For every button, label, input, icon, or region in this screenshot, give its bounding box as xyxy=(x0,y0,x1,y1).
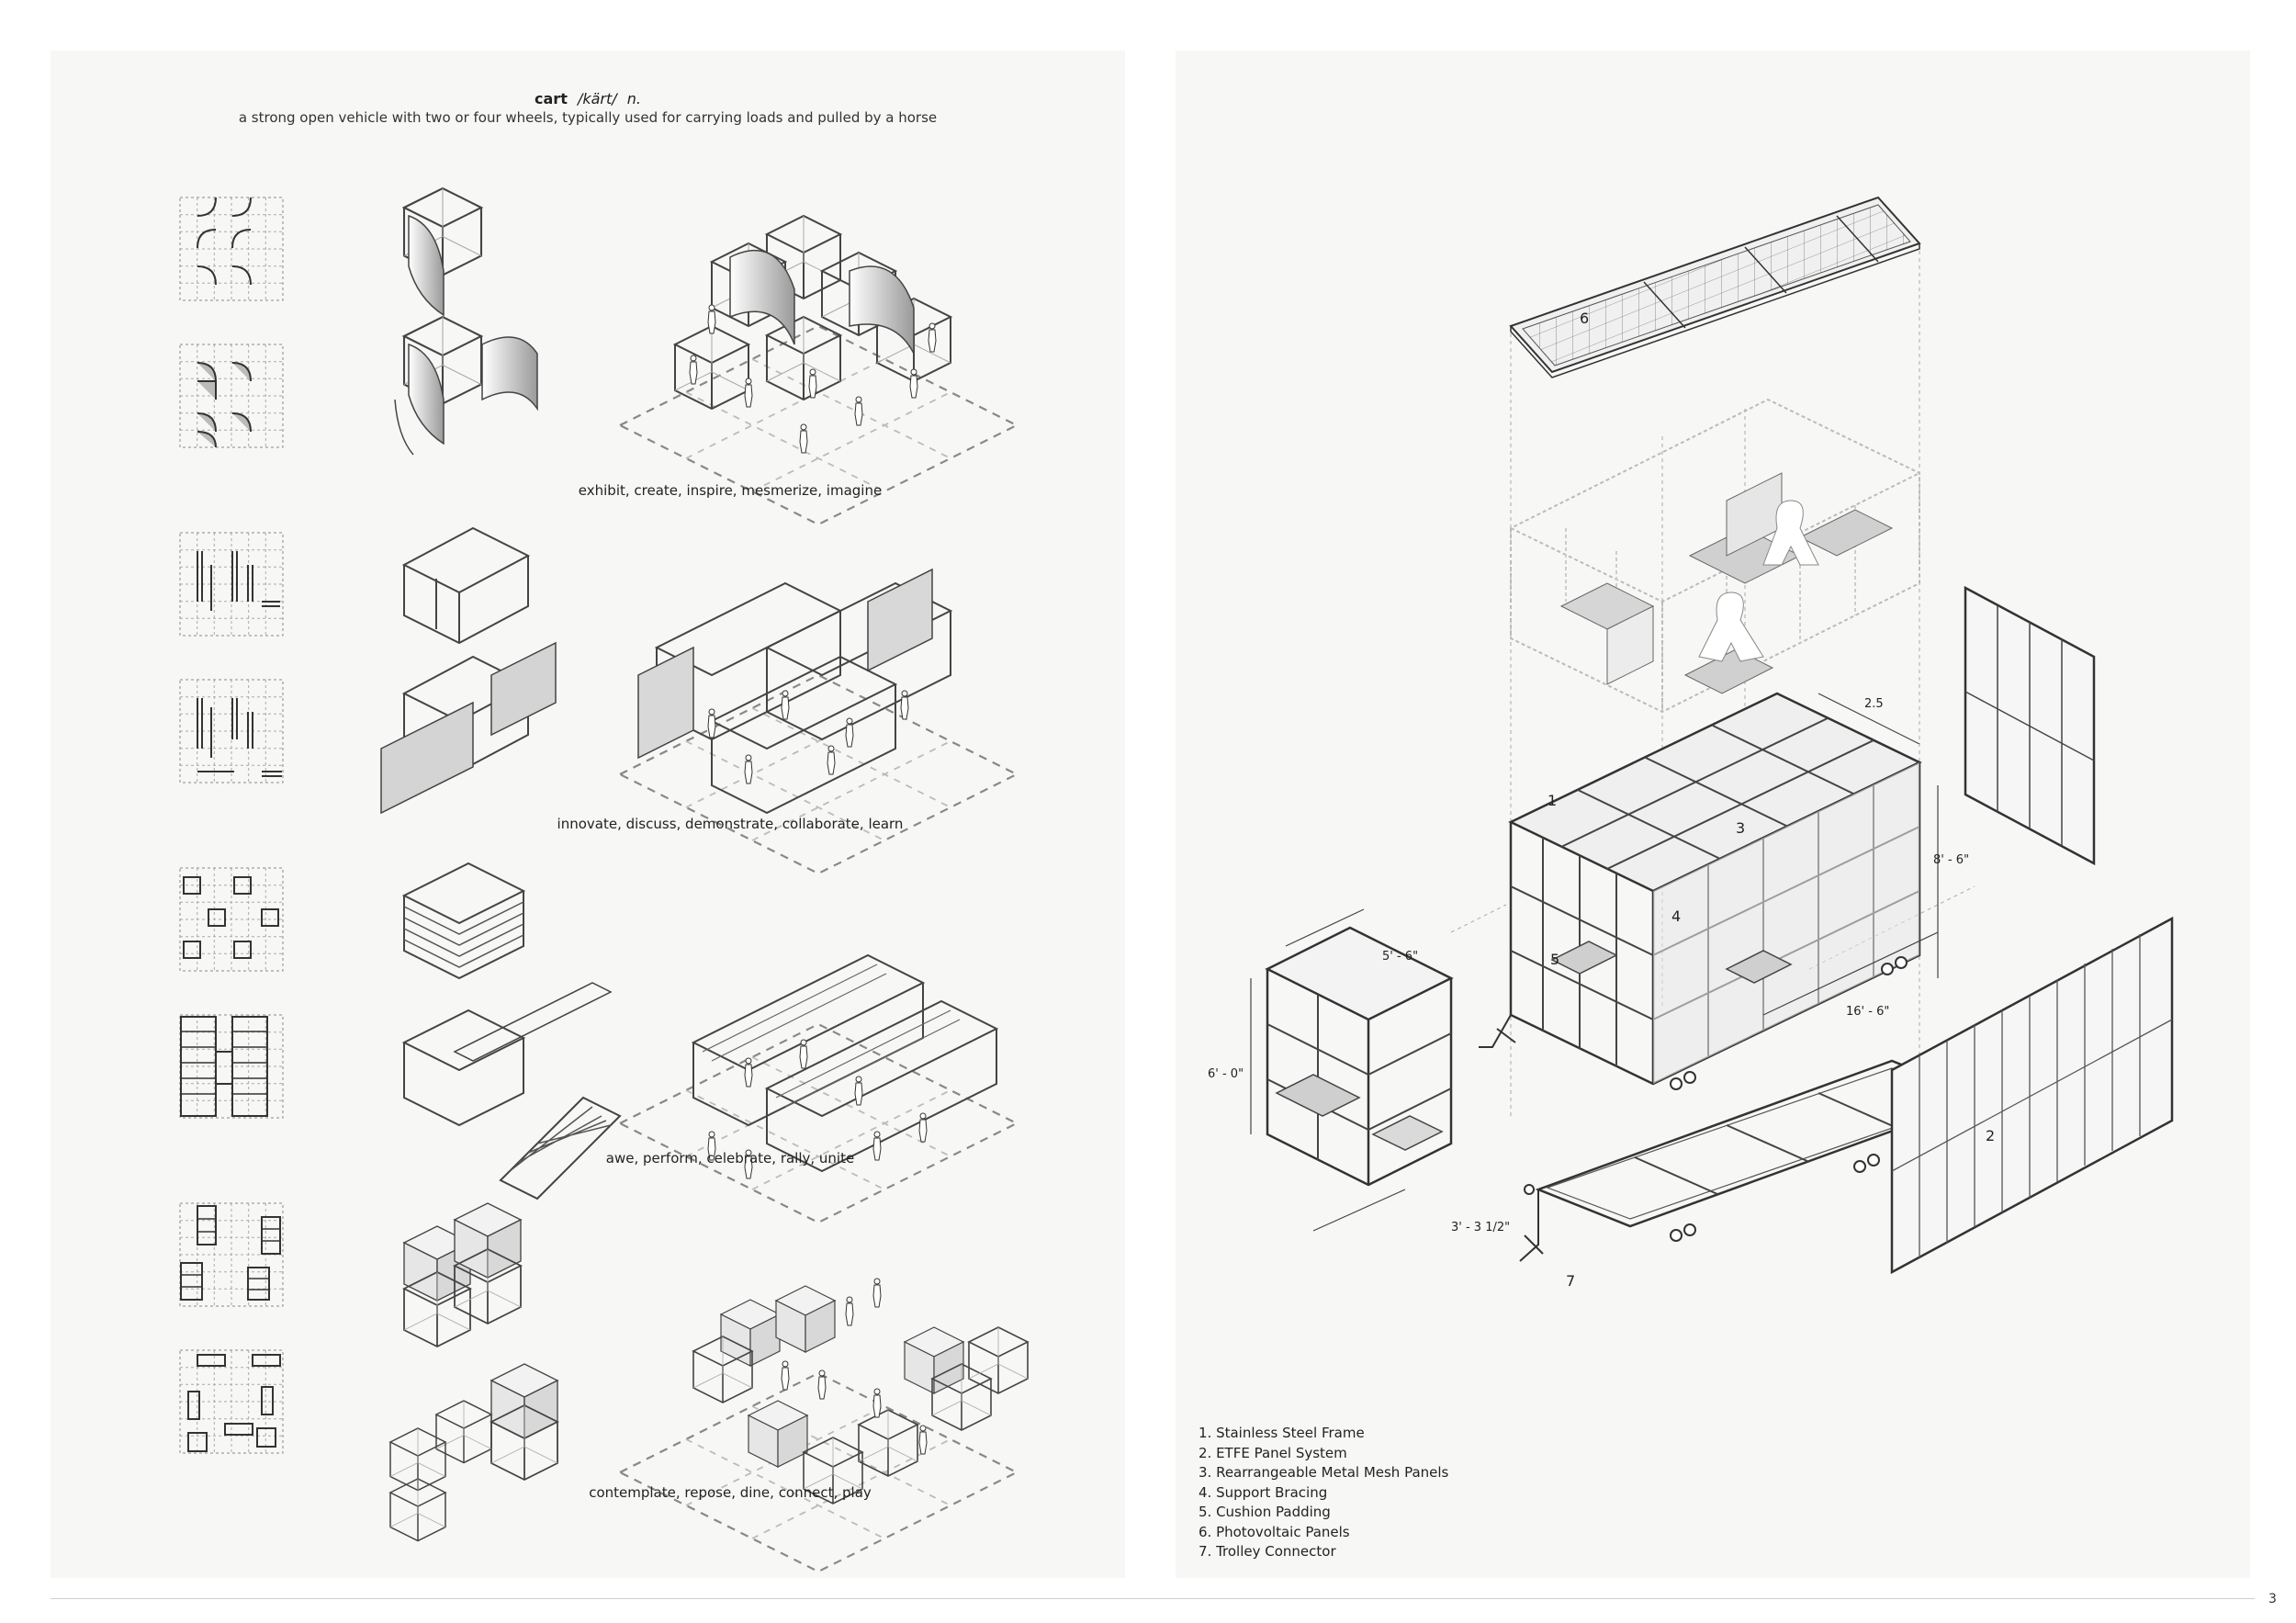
callout-2: 2 xyxy=(1986,1127,1995,1144)
page-number: 3 xyxy=(2268,1592,2277,1606)
callout-3: 3 xyxy=(1736,819,1745,837)
footer-rule xyxy=(51,1598,2255,1599)
side-module xyxy=(1265,926,1454,1187)
legend-item: 4. Support Bracing xyxy=(1199,1483,1328,1501)
photovoltaic-panels xyxy=(1509,196,1921,378)
callout-5: 5 xyxy=(1550,951,1559,968)
config-2-caption: innovate, discuss, demonstrate, collabor… xyxy=(557,816,904,832)
legend-item: 7. Trolley Connector xyxy=(1199,1543,1336,1560)
dim-module-height: 6' - 0" xyxy=(1208,1067,1244,1081)
definition-text: a strong open vehicle with two or four w… xyxy=(238,109,938,126)
right-panel: 2.5 8' - 6" 16' - 6" 5' - 6" 6' - 0" 3' … xyxy=(1176,51,2250,1578)
config-2-modules xyxy=(380,526,557,815)
legend: 1. Stainless Steel Frame 2. ETFE Panel S… xyxy=(1199,1424,1448,1562)
callout-6: 6 xyxy=(1580,310,1589,327)
config-3-scene xyxy=(618,953,1019,1224)
config-3-modules xyxy=(401,862,622,1200)
exploded-axonometric-diagram: 2.5 8' - 6" 16' - 6" 5' - 6" 6' - 0" 3' … xyxy=(1208,196,2174,1290)
config-1-scene xyxy=(618,215,1019,526)
etfe-panel-large xyxy=(1890,916,2174,1275)
dimension-lines xyxy=(1250,693,1939,1232)
mesh-panels-layer xyxy=(1510,398,1920,714)
dim-top-depth: 2.5 xyxy=(1864,697,1884,711)
left-panel: cart /kärt/ n. a strong open vehicle wit… xyxy=(51,51,1125,1578)
legend-item: 1. Stainless Steel Frame xyxy=(1199,1425,1365,1441)
config-1-modules xyxy=(394,186,538,456)
legend-item: 5. Cushion Padding xyxy=(1199,1504,1331,1520)
dim-module-width: 5' - 6" xyxy=(1382,950,1418,964)
config-3-caption: awe, perform, celebrate, rally, unite xyxy=(605,1150,855,1167)
dim-module-depth: 3' - 3 1/2" xyxy=(1451,1221,1510,1234)
config-1-caption: exhibit, create, inspire, mesmerize, ima… xyxy=(578,482,883,499)
config-1-plans xyxy=(179,197,284,448)
callout-4: 4 xyxy=(1671,907,1681,925)
stainless-steel-frame xyxy=(1479,692,1922,1090)
legend-item: 2. ETFE Panel System xyxy=(1199,1444,1347,1461)
etfe-panel-small xyxy=(1964,585,2096,866)
callout-1: 1 xyxy=(1548,792,1557,809)
configuration-diagrams xyxy=(179,186,1029,1573)
legend-item: 3. Rearrangeable Metal Mesh Panels xyxy=(1199,1464,1449,1481)
definition-term: cart xyxy=(535,90,568,107)
dim-height: 8' - 6" xyxy=(1933,853,1969,867)
config-2-scene xyxy=(618,568,1019,875)
dim-length: 16' - 6" xyxy=(1846,1005,1889,1019)
definition-pronunciation: /kärt/ xyxy=(577,90,617,107)
config-4-plans xyxy=(179,1202,284,1454)
config-3-plans xyxy=(179,867,284,1119)
definition-term-line: cart /kärt/ n. xyxy=(51,90,1125,107)
callout-7: 7 xyxy=(1566,1272,1575,1290)
legend-item: 6. Photovoltaic Panels xyxy=(1199,1523,1350,1540)
config-4-caption: contemplate, repose, dine, connect, play xyxy=(589,1484,872,1501)
config-4-scene xyxy=(618,1278,1029,1573)
definition-part-of-speech: n. xyxy=(626,90,641,107)
config-4-modules xyxy=(389,1202,558,1542)
config-2-plans xyxy=(179,532,284,783)
